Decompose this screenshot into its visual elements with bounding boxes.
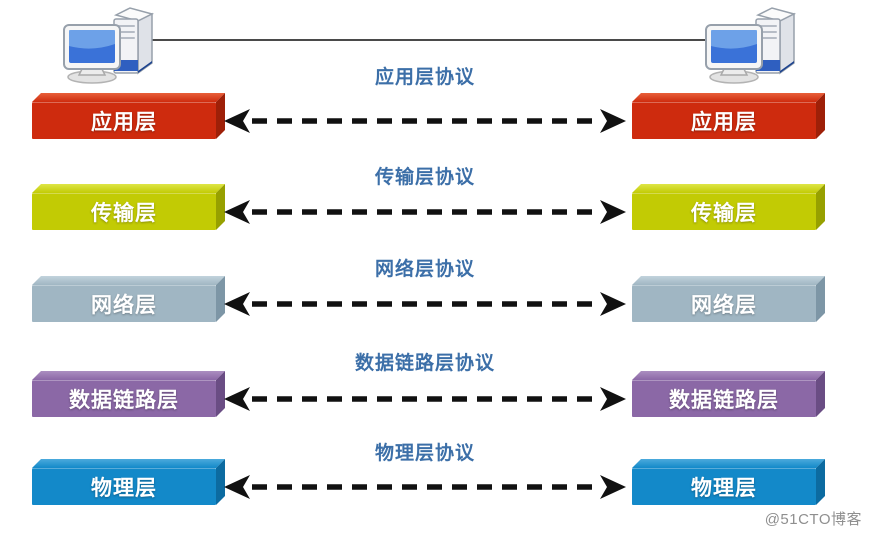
layer-box-left-application: 应用层 [32, 102, 216, 139]
layer-box-left-network: 网络层 [32, 285, 216, 322]
layer-name: 数据链路层 [69, 388, 179, 412]
watermark: @51CTO博客 [764, 511, 862, 528]
bidirectional-dashed-arrow [224, 200, 626, 224]
layer-name: 应用层 [91, 110, 157, 134]
layer-name: 传输层 [691, 201, 757, 225]
layer-box-right-physical: 物理层 [632, 468, 816, 505]
layer-name: 数据链路层 [669, 388, 779, 412]
computer-icon-right [700, 3, 804, 85]
layer-box-right-application: 应用层 [632, 102, 816, 139]
layer-name: 物理层 [91, 476, 157, 500]
layer-name: 网络层 [91, 293, 157, 317]
layer-name: 物理层 [691, 476, 757, 500]
protocol-label: 网络层协议 [374, 259, 475, 280]
protocol-label: 应用层协议 [374, 67, 475, 88]
layer-box-left-datalink: 数据链路层 [32, 380, 216, 417]
layer-box-left-physical: 物理层 [32, 468, 216, 505]
layer-name: 应用层 [691, 110, 757, 134]
bidirectional-dashed-arrow [224, 387, 626, 411]
layer-box-right-datalink: 数据链路层 [632, 380, 816, 417]
protocol-label: 传输层协议 [374, 167, 475, 188]
layer-name: 网络层 [691, 293, 757, 317]
bidirectional-dashed-arrow [224, 109, 626, 133]
computer-icon-left [58, 3, 162, 85]
bidirectional-dashed-arrow [224, 475, 626, 499]
layer-box-left-transport: 传输层 [32, 193, 216, 230]
protocol-label: 数据链路层协议 [354, 353, 495, 374]
network-link-line [133, 39, 713, 41]
layer-name: 传输层 [91, 201, 157, 225]
bidirectional-dashed-arrow [224, 292, 626, 316]
layer-box-right-network: 网络层 [632, 285, 816, 322]
protocol-label: 物理层协议 [374, 443, 475, 464]
layer-box-right-transport: 传输层 [632, 193, 816, 230]
